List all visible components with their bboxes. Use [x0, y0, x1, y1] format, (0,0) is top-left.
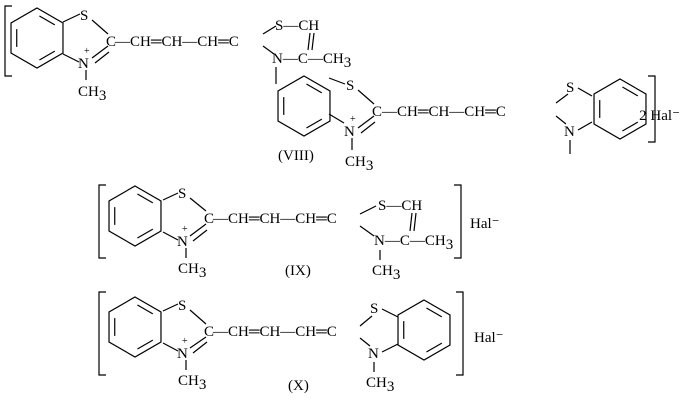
double-bond	[306, 118, 323, 129]
methyl: CH3	[78, 84, 106, 104]
counterion: Hal⁻	[474, 330, 504, 346]
methyl: CH3	[178, 261, 206, 281]
atom-s: S	[370, 301, 378, 317]
structure-ix: S C N + CH3 —CH═CH—CH═C S—CH N—C—CH3 CH3…	[98, 184, 500, 283]
atom-n: N	[78, 56, 89, 72]
atom-c: C	[372, 104, 382, 120]
bracket-left	[4, 5, 12, 77]
bracket-right	[454, 184, 462, 259]
thiazoline-s-ch: S—CH	[275, 18, 319, 34]
polymethine-chain: —CH═CH—CH═C	[212, 211, 337, 227]
bracket-right	[648, 75, 656, 143]
atom-s: S	[178, 298, 186, 314]
atom-s: S	[566, 80, 574, 96]
charge-plus: +	[84, 46, 90, 57]
atom-c: C	[204, 324, 214, 340]
atom-c: C	[204, 211, 214, 227]
atom-n: N	[564, 124, 575, 140]
atom-s: S	[346, 78, 354, 94]
thiazoline-s-ch: S—CH	[378, 198, 422, 214]
methyl: CH3	[345, 154, 373, 174]
thiazoline-n-c-ch3: N—C—CH3	[374, 233, 453, 253]
methyl: CH3	[178, 373, 206, 393]
double-bond	[137, 304, 154, 315]
charge-plus: +	[350, 114, 356, 125]
double-bond	[622, 86, 639, 97]
charge-plus: +	[182, 336, 188, 347]
methyl: CH3	[372, 263, 400, 283]
double-bond	[426, 342, 443, 353]
counterion: Hal⁻	[470, 216, 500, 232]
double-bond	[137, 339, 154, 350]
atom-c: C	[106, 34, 116, 50]
double-bond	[306, 83, 323, 94]
benzene-ring	[10, 7, 64, 69]
thiazoline-n-c-ch3: N—C—CH3	[272, 51, 351, 71]
polymethine-chain: —CH═CH—CH═C	[212, 324, 337, 340]
polymethine-chain: —CH═CH—CH═C	[114, 34, 239, 50]
double-bond	[39, 15, 56, 26]
benzene-ring	[108, 185, 162, 247]
atom-n: N	[344, 124, 355, 140]
atom-n: N	[368, 346, 379, 362]
bracket-right	[456, 291, 464, 376]
atom-s: S	[178, 186, 186, 202]
benzene-ring	[397, 299, 451, 361]
compound-label-viii: (VIII)	[278, 148, 314, 164]
compound-label-ix: (IX)	[285, 263, 311, 279]
compound-label-x: (X)	[288, 378, 309, 394]
atom-n: N	[177, 234, 188, 250]
benzene-ring	[108, 296, 162, 358]
polymethine-chain: —CH═CH—CH═C	[381, 104, 506, 120]
structure-x: S C N + CH3 —CH═CH—CH═C S N CH3 Hal⁻ (X)	[98, 291, 504, 395]
double-bond	[426, 307, 443, 318]
methyl: CH3	[366, 375, 394, 395]
bracket-left	[98, 291, 106, 376]
bracket-left	[98, 184, 106, 259]
structure-viii: S C N + CH3 —CH═CH—CH═C S—CH N—C—CH3 S C…	[4, 5, 680, 174]
atom-s: S	[80, 8, 88, 24]
atom-n: N	[177, 346, 188, 362]
double-bond	[137, 193, 154, 204]
counterion: 2 Hal⁻	[639, 108, 680, 124]
benzene-ring	[593, 78, 647, 140]
benzene-rings	[10, 7, 647, 361]
benzene-ring	[277, 75, 331, 137]
double-bond	[39, 50, 56, 61]
double-bond	[137, 228, 154, 239]
charge-plus: +	[182, 224, 188, 235]
double-bond	[622, 121, 639, 132]
